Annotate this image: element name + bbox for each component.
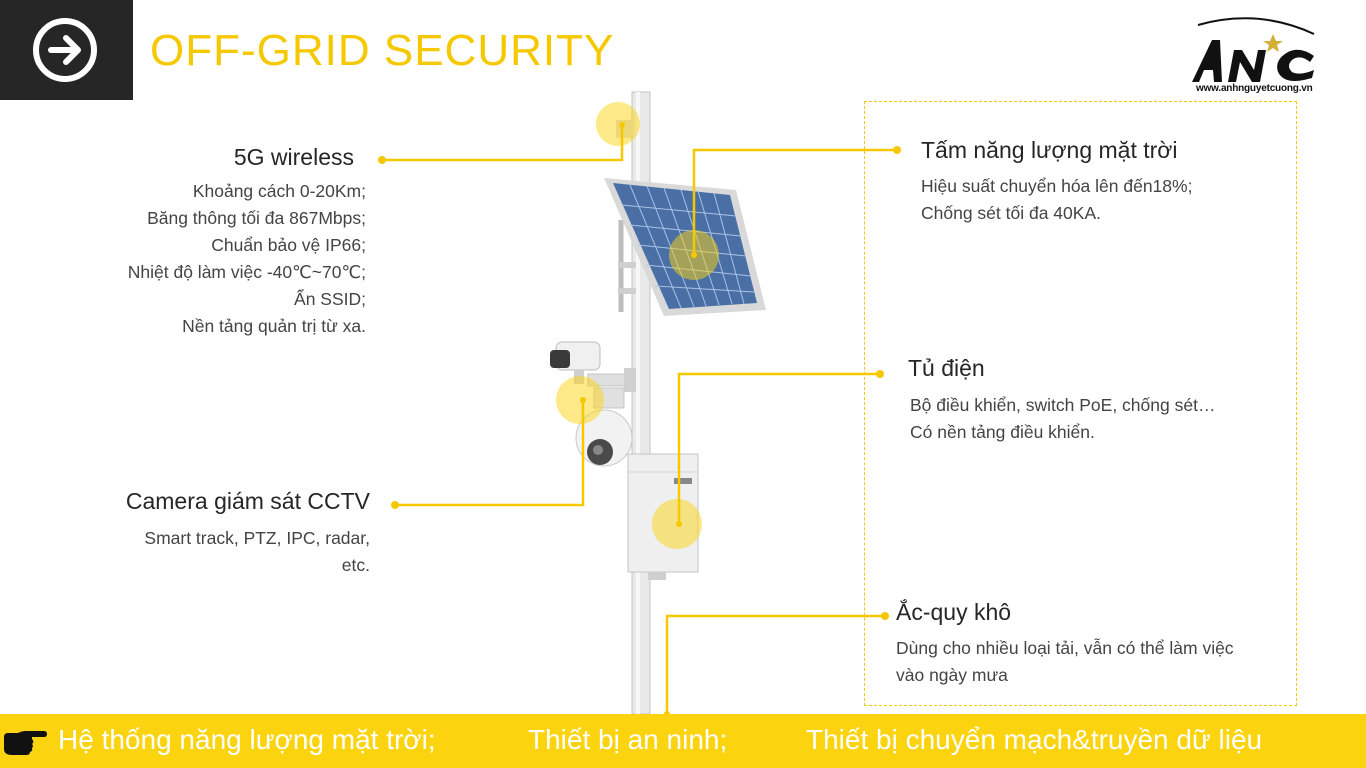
solar-line: Chống sét tối đa 40KA. (921, 203, 1101, 223)
wireless-line: Băng thông tối đa 867Mbps; (147, 208, 366, 228)
cabinet-line: Có nền tảng điều khiển. (910, 422, 1095, 442)
wireless-desc: Khoảng cách 0-20Km; Băng thông tối đa 86… (40, 178, 366, 340)
wireless-line: Chuẩn bảo vệ IP66; (211, 235, 366, 255)
highlight-wireless (596, 102, 640, 146)
footer-item-solar: Hệ thống năng lượng mặt trời; (58, 724, 436, 755)
solar-desc: Hiệu suất chuyển hóa lên đến18%; Chống s… (921, 173, 1192, 227)
cabinet-title: Tủ điện (908, 355, 985, 381)
footer-item-security: Thiết bị an ninh; (528, 724, 728, 755)
camera-desc: Smart track, PTZ, IPC, radar, etc. (60, 525, 370, 579)
battery-line: Dùng cho nhiều loại tải, vẫn có thể làm … (896, 638, 1234, 658)
footer-item-switching: Thiết bị chuyển mạch&truyền dữ liệu (806, 724, 1263, 755)
wireless-line: Nhiệt độ làm việc -40℃~70℃; (127, 262, 366, 282)
wireless-line: Nền tảng quản trị từ xa. (182, 316, 366, 336)
solar-title: Tấm năng lượng mặt trời (921, 137, 1178, 163)
wireless-title: 5G wireless (233, 144, 354, 170)
battery-title: Ắc-quy khô (896, 599, 1012, 625)
logo-url: www.anhnguyetcuong.vn (1196, 83, 1313, 94)
arrow-right-circle-icon[interactable] (33, 18, 97, 82)
page-title: OFF-GRID SECURITY (150, 26, 615, 75)
dashed-box (864, 101, 1297, 706)
footer-bar (0, 714, 1366, 768)
camera-line: etc. (341, 555, 370, 575)
battery-line: vào ngày mưa (896, 665, 1008, 685)
pointing-hand-icon (4, 731, 47, 755)
solar-line: Hiệu suất chuyển hóa lên đến18%; (921, 176, 1193, 196)
battery-desc: Dùng cho nhiều loại tải, vẫn có thể làm … (896, 635, 1234, 689)
anc-logo (1192, 17, 1315, 82)
cabinet-desc: Bộ điều khiển, switch PoE, chống sét… Có… (910, 392, 1215, 446)
wireless-line: Khoảng cách 0-20Km; (192, 181, 366, 201)
camera-line: Smart track, PTZ, IPC, radar, (144, 528, 370, 548)
cabinet-line: Bộ điều khiển, switch PoE, chống sét… (910, 395, 1216, 415)
wireless-line: Ẩn SSID; (294, 289, 366, 309)
camera-title: Camera giám sát CCTV (125, 488, 370, 514)
